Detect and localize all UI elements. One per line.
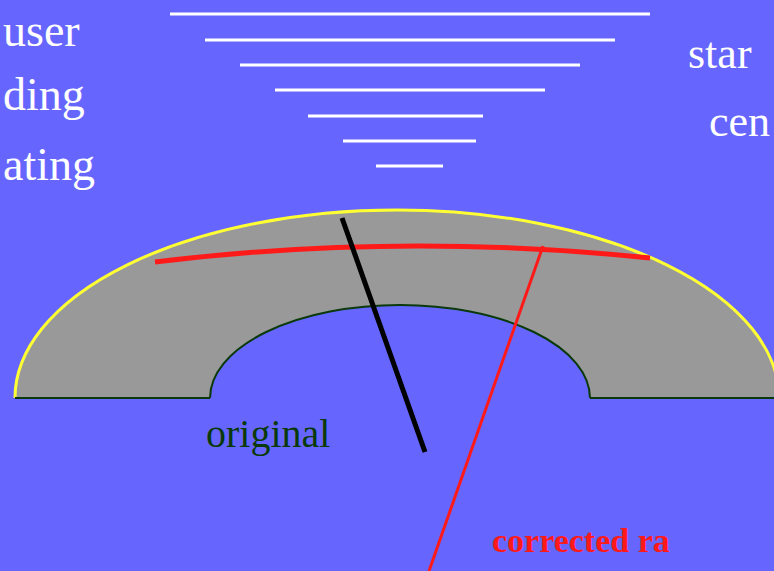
side-label: ating — [3, 142, 95, 188]
original-ray — [342, 218, 425, 452]
base-line — [15, 397, 210, 399]
corrected-surface — [155, 246, 650, 262]
wavefront-lines — [170, 14, 650, 166]
side-label: cen — [709, 100, 770, 144]
ray-label: corrected ra — [492, 524, 670, 558]
ray-label: original — [206, 414, 330, 454]
base-line — [590, 397, 774, 399]
side-label: ding — [3, 72, 85, 118]
corrected-ray — [429, 246, 543, 571]
side-label: star — [688, 32, 752, 76]
side-label: user — [3, 8, 80, 54]
